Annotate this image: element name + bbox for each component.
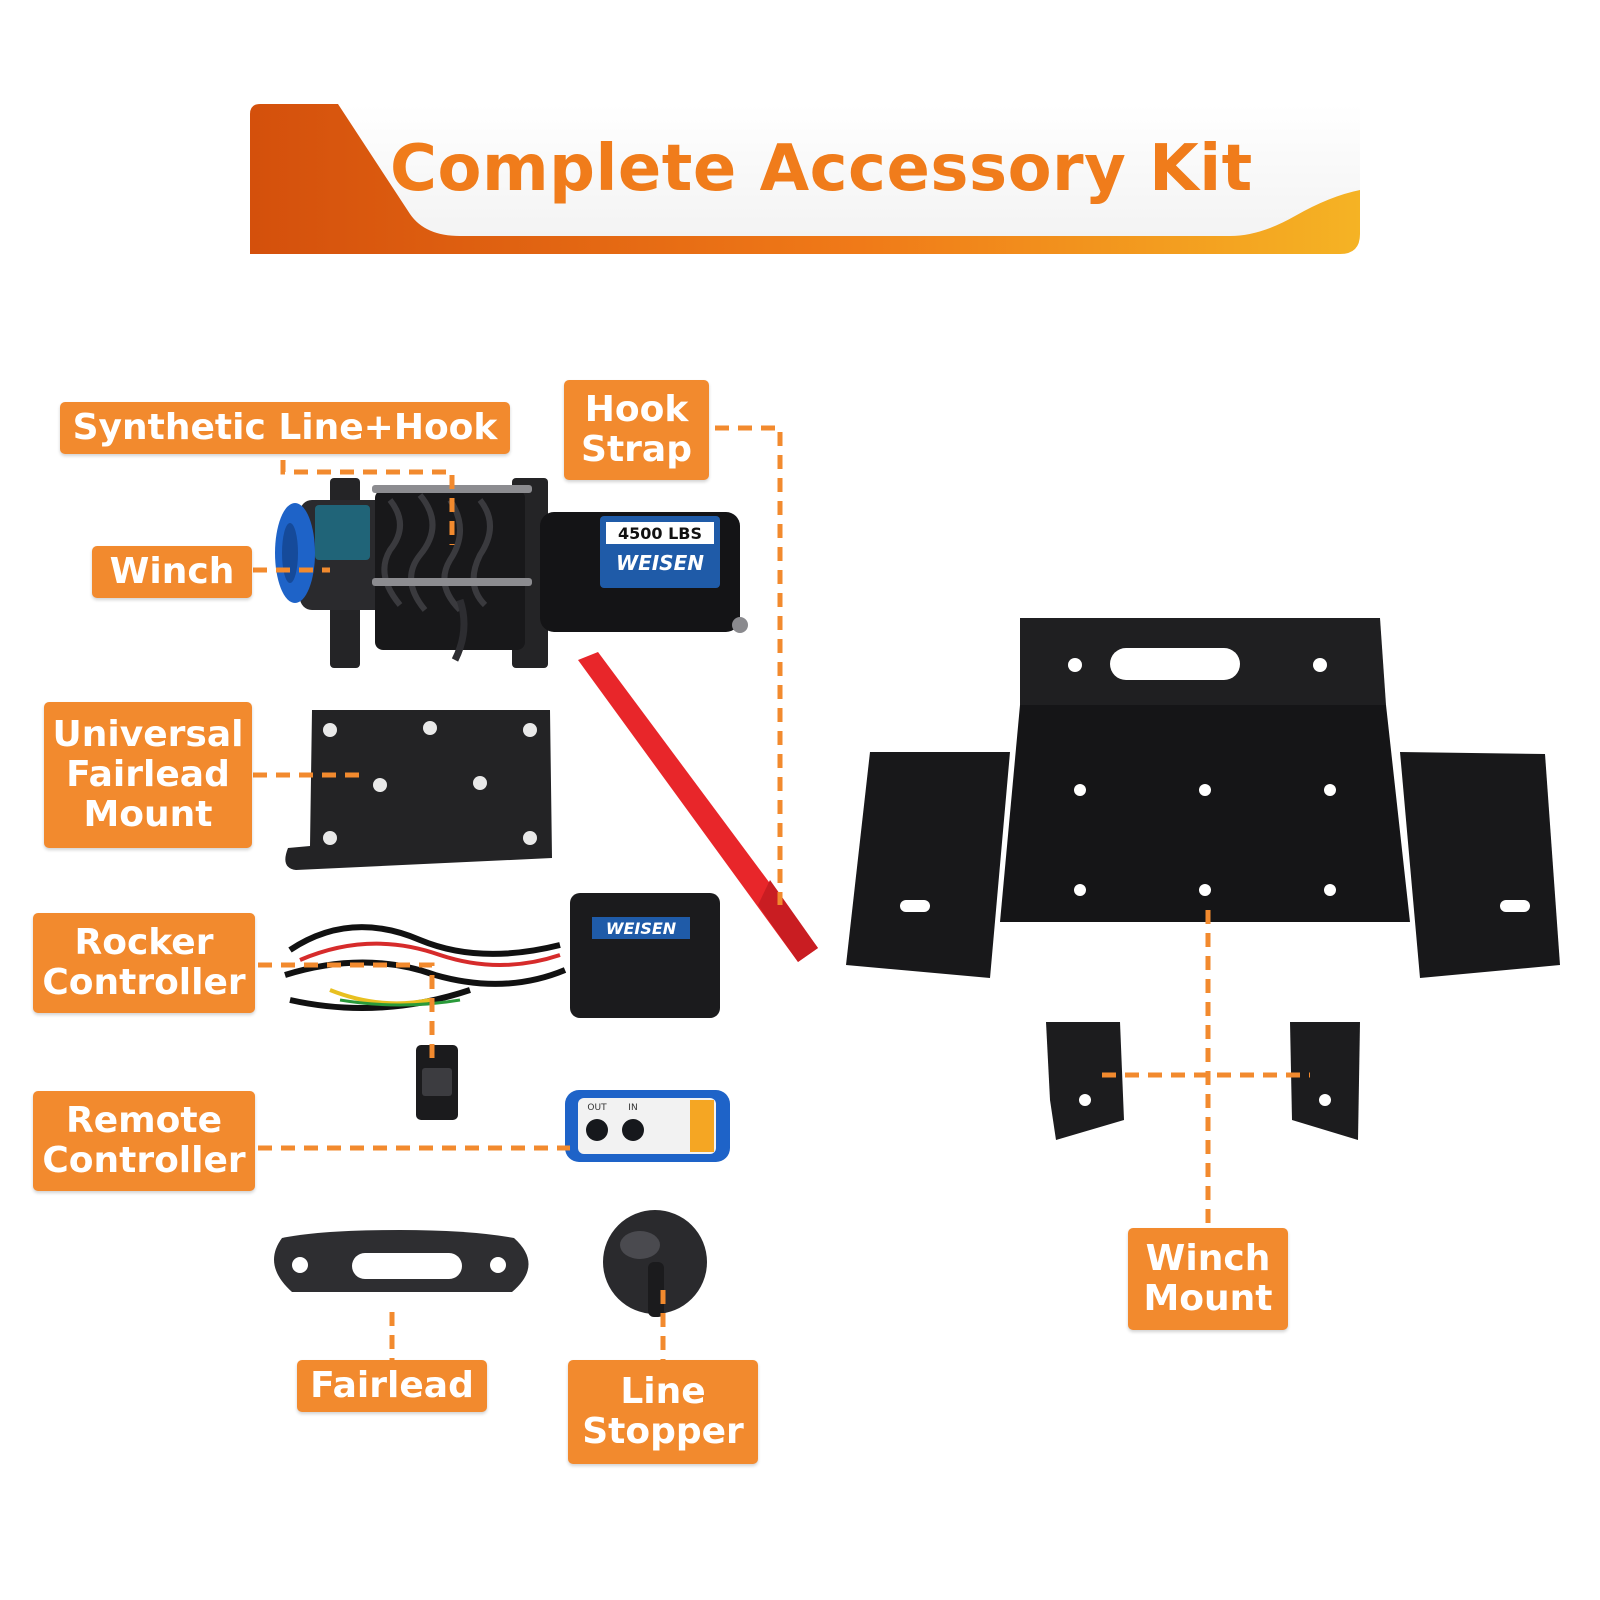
banner-ribbon bbox=[250, 104, 1360, 254]
label-synthetic-line-hook: Synthetic Line+Hook bbox=[60, 402, 510, 454]
label-winch: Winch bbox=[92, 546, 252, 598]
leader-lines bbox=[253, 425, 1310, 1365]
winch-rating-text: 4500 LBS bbox=[618, 524, 702, 543]
label-rocker-controller: Rocker Controller bbox=[33, 913, 255, 1013]
line-stopper-image bbox=[603, 1210, 707, 1317]
universal-fairlead-mount-image bbox=[285, 710, 552, 870]
control-box-brand-text: WEISEN bbox=[606, 919, 677, 938]
winch-image: 4500 LBS WEISEN bbox=[275, 478, 748, 668]
remote-in-text: IN bbox=[628, 1103, 637, 1113]
rocker-controller-image: WEISEN bbox=[284, 893, 720, 1120]
remote-out-text: OUT bbox=[587, 1103, 607, 1113]
banner-title: Complete Accessory Kit bbox=[390, 132, 1253, 206]
winch-mount-image bbox=[846, 618, 1560, 1140]
label-universal-fairlead-mount: Universal Fairlead Mount bbox=[44, 702, 252, 848]
winch-brand-text: WEISEN bbox=[616, 551, 704, 575]
label-remote-controller: Remote Controller bbox=[33, 1091, 255, 1191]
title-banner: Complete Accessory Kit bbox=[250, 104, 1360, 260]
label-hook-strap: Hook Strap bbox=[564, 380, 709, 480]
remote-controller-image: OUT IN bbox=[565, 1090, 730, 1162]
label-fairlead: Fairlead bbox=[297, 1360, 487, 1412]
fairlead-image bbox=[274, 1230, 529, 1292]
label-line-stopper: Line Stopper bbox=[568, 1360, 758, 1464]
label-winch-mount: Winch Mount bbox=[1128, 1228, 1288, 1330]
hook-strap-image bbox=[578, 652, 818, 962]
